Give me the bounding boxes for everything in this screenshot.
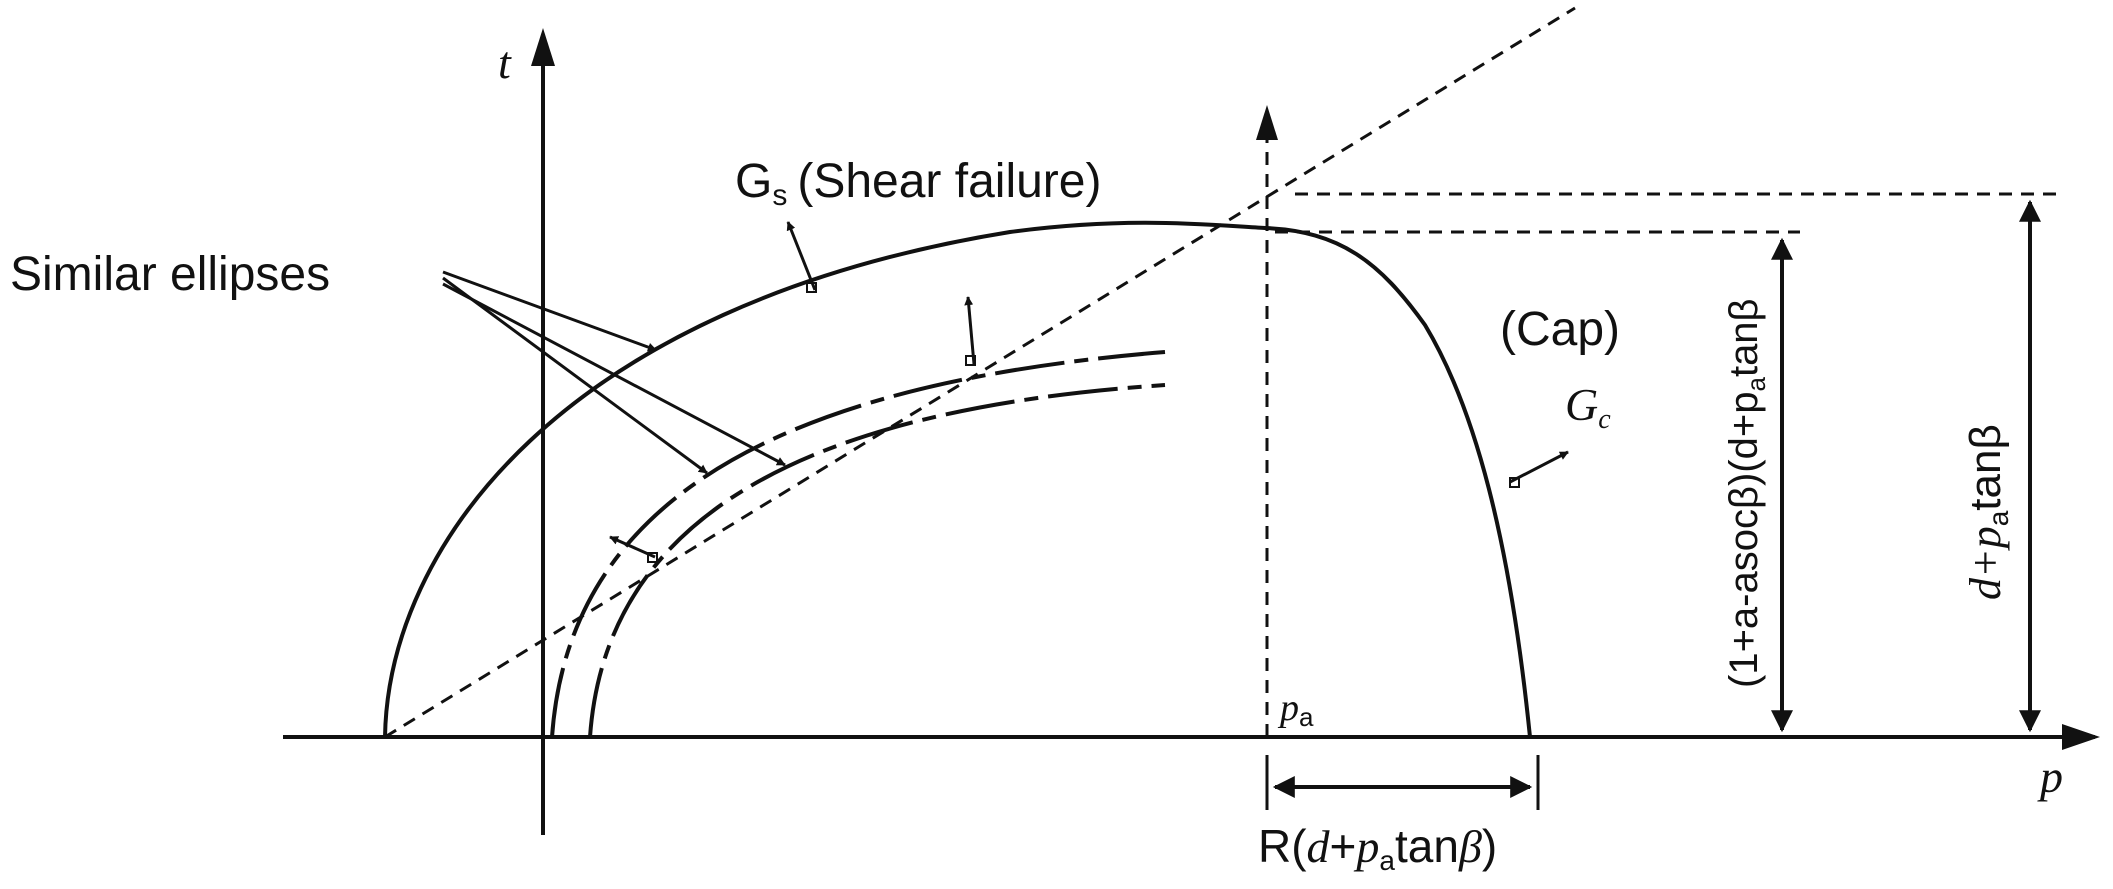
similar-ellipse-inner-1: [550, 350, 1166, 738]
r-dimension-label: R(d+patanβ): [1258, 820, 1497, 876]
cap-height-dimension-label: (1+a-asocβ)(d+patanβ: [1722, 298, 1771, 688]
t-axis-label: t: [498, 37, 512, 88]
pa-label: pa: [1277, 687, 1314, 732]
normal-marker-cap: [1509, 477, 1520, 488]
pointer-line-inner-2: [442, 282, 786, 467]
height-dimension-label: d+patanβ: [1961, 424, 2014, 600]
yield-surface-outer: [383, 220, 1532, 738]
similar-ellipses-label: Similar ellipses: [10, 248, 330, 301]
cap-label: (Cap): [1500, 303, 1620, 356]
similar-ellipse-inner-2: [588, 383, 1166, 738]
t-axis-arrowhead: [531, 28, 555, 66]
normal-arrow-shear: [786, 221, 817, 291]
shear-failure-label: Gs(Shear failure): [735, 155, 1101, 212]
p-axis-label: p: [2037, 751, 2063, 802]
pointer-line-outer: [442, 270, 657, 352]
pa-vertical-arrowhead: [1256, 105, 1278, 140]
cap-surface-label: Gc: [1565, 379, 1611, 435]
normal-marker-shear: [806, 282, 817, 293]
shear-failure-line: [384, 6, 1576, 739]
p-axis-arrowhead: [2062, 724, 2100, 750]
normal-marker-inner: [965, 355, 976, 366]
normal-marker-left: [647, 552, 658, 563]
normal-arrow-inner: [964, 296, 976, 365]
pointer-line-inner-1: [442, 276, 708, 475]
